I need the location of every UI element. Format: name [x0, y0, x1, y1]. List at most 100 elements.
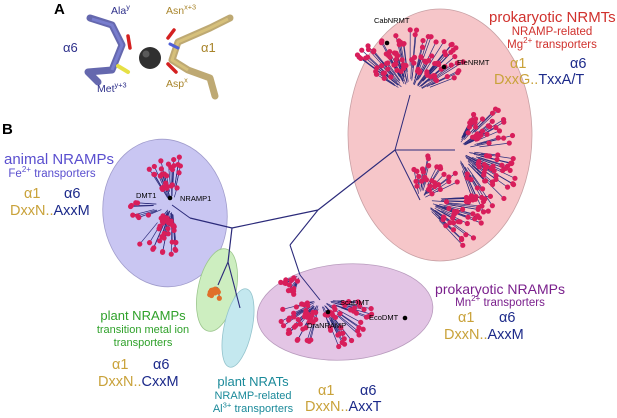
tree-leaf — [418, 54, 424, 60]
tree-leaf — [463, 198, 469, 204]
tree-leaf — [161, 171, 167, 177]
tree-leaf — [291, 314, 297, 320]
tree-leaves — [127, 27, 518, 350]
prok-nrmt-motif-a6: TxxA/T — [538, 72, 585, 88]
plant-nramp-title: plant NRAMPs — [100, 308, 186, 323]
tree-leaf — [501, 135, 507, 141]
tree-leaf — [134, 200, 141, 206]
tree-leaf — [459, 236, 465, 243]
tree-branch — [421, 80, 437, 89]
tree-leaf — [403, 62, 409, 69]
met-text: Met — [97, 83, 115, 95]
tree-leaf — [379, 38, 385, 44]
plant-nrat-sub1: NRAMP-related — [214, 389, 292, 402]
tree-leaf — [294, 337, 300, 343]
tree-leaf — [145, 212, 152, 218]
tree-leaf — [356, 332, 362, 338]
prok-nramp-charge: 2+ — [471, 294, 481, 304]
tree-leaf — [297, 321, 303, 327]
tree-leaf — [470, 235, 477, 241]
tree-leaf — [460, 242, 466, 248]
tree-leaf — [501, 195, 507, 202]
helix-alpha1-inner — [170, 17, 229, 72]
tree-leaf — [393, 33, 399, 39]
tree-leaf — [413, 178, 419, 184]
tree-leaf — [476, 164, 482, 170]
prok-nramp-motif-a6: AxxM — [487, 327, 524, 343]
tree-leaf — [411, 166, 417, 173]
tree-branch — [153, 224, 165, 248]
tree-leaf — [460, 59, 466, 65]
tree-leaf — [465, 130, 471, 136]
tree-leaf — [293, 304, 299, 310]
tree-leaf — [365, 43, 371, 49]
tree-branch — [427, 166, 438, 186]
tree-leaf — [441, 38, 447, 45]
prok-nramp-motif-a1: DxxN.. — [444, 327, 488, 343]
tree-leaf — [170, 223, 176, 229]
tree-branch — [332, 300, 349, 302]
tree-leaf — [341, 300, 347, 306]
nrat-transporters: transporters — [231, 402, 294, 415]
tree-branch — [336, 313, 358, 332]
prok-nrmt-charge: 2+ — [523, 36, 533, 46]
backbone-branch — [317, 149, 396, 211]
tree-leaf — [387, 54, 393, 60]
backbone-branch — [231, 209, 319, 229]
asp-sup: x — [184, 75, 188, 85]
tree-leaf — [510, 181, 516, 187]
prok-nrmt-helix1: α1 — [510, 56, 527, 72]
tree-branch — [394, 94, 411, 151]
tree-leaf — [291, 310, 297, 316]
prok-nrmt-title: prokaryotic NRMTs — [489, 9, 616, 26]
prok-nrmt-transporters: transporters — [532, 39, 597, 52]
node-label-dmt1: DMT1 — [136, 191, 157, 200]
tree-leaf — [493, 173, 499, 179]
alpha1-helix-label: α1 — [201, 40, 216, 55]
tree-leaf — [171, 227, 177, 234]
tree-leaf — [360, 326, 366, 332]
tree-leaf — [493, 176, 499, 182]
tree-leaf — [437, 164, 443, 170]
tree-leaf — [446, 205, 452, 212]
tree-leaf — [165, 231, 171, 237]
tree-branch — [174, 157, 180, 184]
tree-leaf — [146, 166, 152, 172]
tree-leaf — [426, 187, 433, 193]
tree-leaf — [476, 215, 482, 221]
tree-leaf — [444, 73, 450, 80]
tree-branch — [467, 159, 485, 173]
plant-nrat-helix1: α1 — [318, 383, 335, 399]
plant-nrat-motif-a6: AxxT — [348, 399, 382, 415]
backbone-branch — [189, 217, 233, 229]
tree-leaf — [489, 179, 496, 185]
tree-leaf — [359, 47, 365, 53]
backbone-branch — [289, 209, 319, 246]
tree-leaf — [338, 325, 344, 331]
backbone-branch — [227, 261, 241, 309]
asn-text: Asn — [166, 5, 185, 17]
tree-leaf — [394, 67, 400, 73]
tree-leaf — [164, 215, 170, 221]
tree-leaf — [451, 75, 457, 81]
tree-branch — [171, 204, 191, 219]
tree-branch — [387, 62, 401, 81]
plant-nramp-motif: DxxN..CxxM — [98, 374, 179, 390]
tree-branch — [439, 203, 463, 210]
reference-node-marker — [325, 309, 331, 315]
ala-sup: y — [126, 2, 130, 12]
tree-leaf — [368, 305, 374, 312]
tree-leaf — [409, 57, 415, 63]
tree-leaf — [489, 110, 496, 116]
tree-leaf — [328, 327, 334, 333]
tree-branch — [417, 36, 429, 69]
tree-leaf — [366, 313, 372, 320]
node-label-dranramp: DraNRAMP — [307, 321, 347, 330]
tree-leaf — [443, 199, 450, 205]
prok-nramp-ellipse — [256, 263, 434, 361]
met-sup: y+3 — [114, 80, 127, 90]
tree-leaf — [433, 39, 439, 45]
tree-leaf — [429, 178, 435, 184]
tree-leaf — [358, 319, 364, 325]
tree-leaf — [355, 328, 361, 334]
